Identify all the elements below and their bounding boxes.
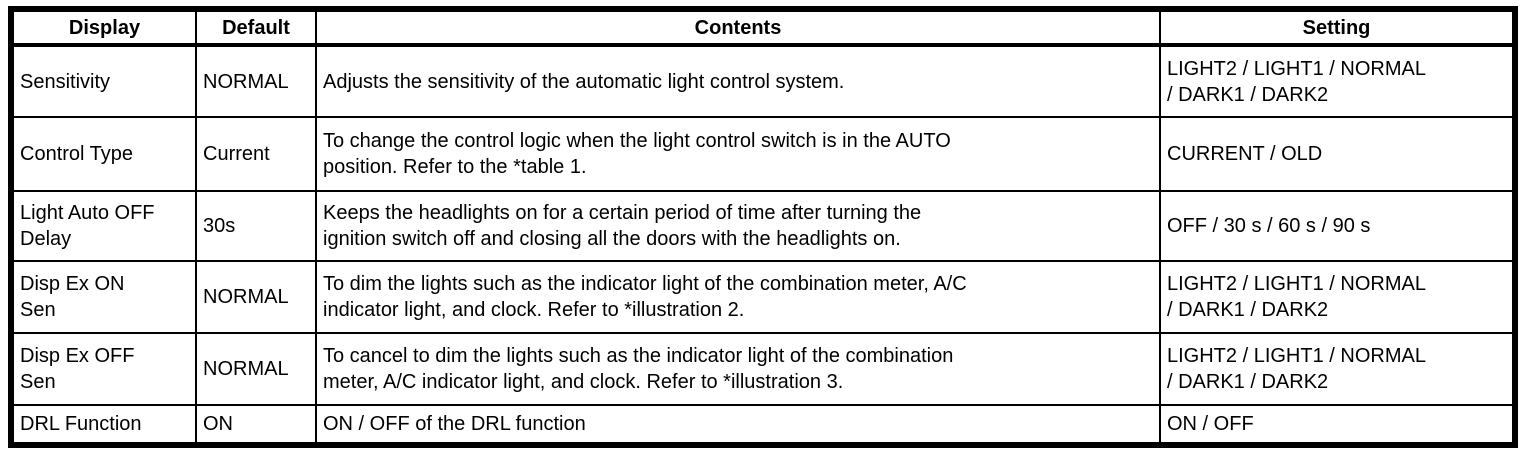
cell-default: NORMAL bbox=[195, 332, 317, 406]
cell-contents: ON / OFF of the DRL function bbox=[315, 404, 1161, 446]
table-row: Sensitivity NORMAL Adjusts the sensitivi… bbox=[10, 44, 1516, 118]
table-row: Disp Ex OFF Sen NORMAL To cancel to dim … bbox=[10, 332, 1516, 406]
cell-setting: LIGHT2 / LIGHT1 / NORMAL / DARK1 / DARK2 bbox=[1159, 332, 1516, 406]
cell-contents: To change the control logic when the lig… bbox=[315, 116, 1161, 192]
light-control-settings-table: Display Default Contents Setting Sensiti… bbox=[8, 6, 1518, 448]
cell-setting: LIGHT2 / LIGHT1 / NORMAL / DARK1 / DARK2 bbox=[1159, 260, 1516, 334]
table-row: Control Type Current To change the contr… bbox=[10, 116, 1516, 192]
header-display: Display bbox=[10, 8, 197, 47]
cell-setting: ON / OFF bbox=[1159, 404, 1516, 446]
cell-display: DRL Function bbox=[10, 404, 197, 446]
cell-display: Light Auto OFF Delay bbox=[10, 190, 197, 262]
cell-default: ON bbox=[195, 404, 317, 446]
table-row: Disp Ex ON Sen NORMAL To dim the lights … bbox=[10, 260, 1516, 334]
cell-display: Disp Ex ON Sen bbox=[10, 260, 197, 334]
cell-contents: To dim the lights such as the indicator … bbox=[315, 260, 1161, 334]
cell-setting: CURRENT / OLD bbox=[1159, 116, 1516, 192]
header-setting: Setting bbox=[1159, 8, 1516, 47]
cell-default: Current bbox=[195, 116, 317, 192]
cell-contents: Keeps the headlights on for a certain pe… bbox=[315, 190, 1161, 262]
cell-setting: LIGHT2 / LIGHT1 / NORMAL / DARK1 / DARK2 bbox=[1159, 44, 1516, 118]
cell-contents: To cancel to dim the lights such as the … bbox=[315, 332, 1161, 406]
table-row: Light Auto OFF Delay 30s Keeps the headl… bbox=[10, 190, 1516, 262]
cell-default: NORMAL bbox=[195, 260, 317, 334]
cell-display: Sensitivity bbox=[10, 44, 197, 118]
header-row: Display Default Contents Setting bbox=[10, 8, 1516, 47]
header-contents: Contents bbox=[315, 8, 1161, 47]
cell-setting: OFF / 30 s / 60 s / 90 s bbox=[1159, 190, 1516, 262]
cell-display: Disp Ex OFF Sen bbox=[10, 332, 197, 406]
header-default: Default bbox=[195, 8, 317, 47]
table-row: DRL Function ON ON / OFF of the DRL func… bbox=[10, 404, 1516, 446]
cell-display: Control Type bbox=[10, 116, 197, 192]
cell-contents: Adjusts the sensitivity of the automatic… bbox=[315, 44, 1161, 118]
cell-default: 30s bbox=[195, 190, 317, 262]
cell-default: NORMAL bbox=[195, 44, 317, 118]
